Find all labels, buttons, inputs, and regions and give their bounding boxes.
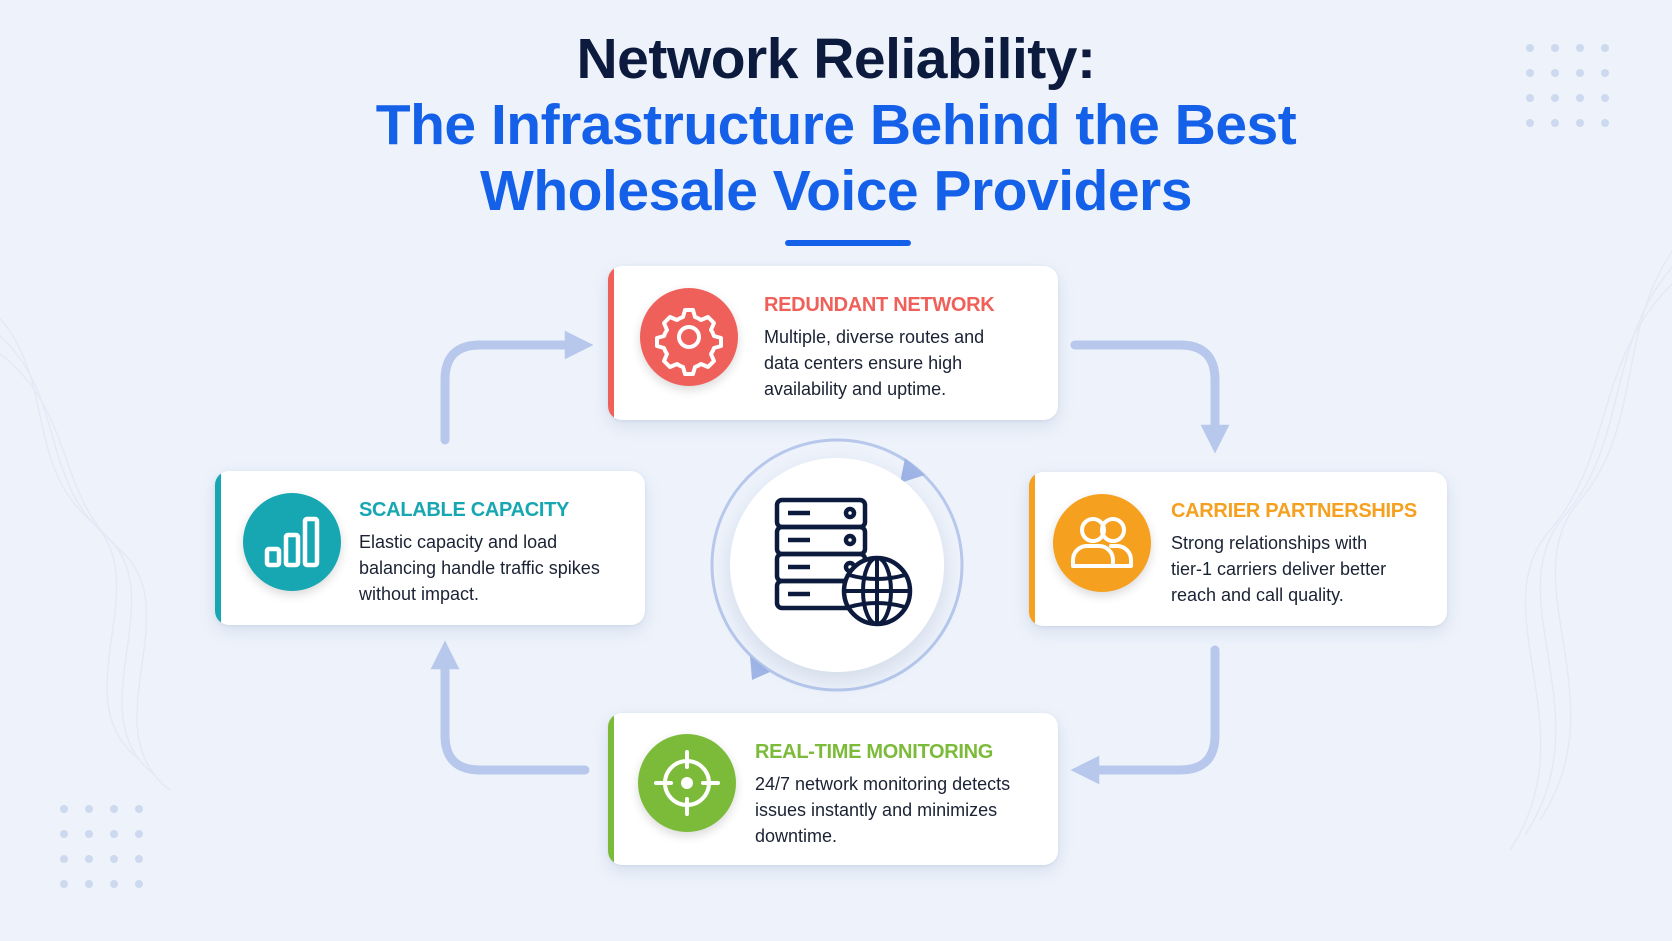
- desc-line: reach and call quality.: [1171, 585, 1344, 605]
- card-accent-bar: [215, 471, 221, 625]
- desc-line: balancing handle traffic spikes: [359, 558, 600, 578]
- card-real-time-monitoring: REAL-TIME MONITORING 24/7 network monito…: [608, 713, 1058, 865]
- gear-icon: [640, 288, 738, 386]
- card-title: SCALABLE CAPACITY: [359, 499, 570, 521]
- desc-line: Strong relationships with: [1171, 533, 1368, 553]
- card-accent-bar: [608, 266, 614, 420]
- desc-line: data centers ensure high: [764, 353, 963, 373]
- desc-line: Elastic capacity and load: [359, 532, 558, 552]
- partners-icon: [1053, 494, 1151, 592]
- card-title: REAL-TIME MONITORING: [755, 741, 994, 763]
- card-description: Multiple, diverse routes and data center…: [764, 324, 984, 402]
- card-carrier-partnerships: CARRIER PARTNERSHIPS Strong relationship…: [1029, 472, 1447, 626]
- crosshair-icon: [638, 734, 736, 832]
- card-title: REDUNDANT NETWORK: [764, 294, 995, 316]
- desc-line: without impact.: [359, 584, 480, 604]
- card-scalable-capacity: SCALABLE CAPACITY Elastic capacity and l…: [215, 471, 645, 625]
- card-description: Elastic capacity and load balancing hand…: [359, 529, 600, 607]
- desc-line: availability and uptime.: [764, 379, 947, 399]
- card-title: CARRIER PARTNERSHIPS: [1171, 500, 1417, 522]
- server-globe-icon: [774, 497, 913, 627]
- decorative-dot-grid-bottom-left: [60, 805, 143, 888]
- card-description: Strong relationships with tier-1 carrier…: [1171, 530, 1386, 608]
- card-redundant-network: REDUNDANT NETWORK Multiple, diverse rout…: [608, 266, 1058, 420]
- center-emblem: [730, 458, 944, 672]
- card-description: 24/7 network monitoring detects issues i…: [755, 771, 1010, 849]
- title-line-2: The Infrastructure Behind the Best: [375, 93, 1297, 157]
- card-accent-bar: [1029, 472, 1035, 626]
- title-underline: [785, 240, 911, 246]
- desc-line: Multiple, diverse routes and: [764, 327, 985, 347]
- desc-line: downtime.: [755, 826, 838, 846]
- bar-chart-icon: [243, 493, 341, 591]
- desc-line: issues instantly and minimizes: [755, 800, 998, 820]
- card-accent-bar: [608, 713, 614, 865]
- title-line-3: Wholesale Voice Providers: [480, 159, 1192, 223]
- title-line-1: Network Reliability:: [576, 27, 1096, 91]
- desc-line: tier-1 carriers deliver better: [1171, 559, 1387, 579]
- page-title: Network Reliability: The Infrastructure …: [0, 26, 1672, 224]
- decorative-dot-grid-top-right: [1526, 44, 1609, 127]
- desc-line: 24/7 network monitoring detects: [755, 774, 1011, 794]
